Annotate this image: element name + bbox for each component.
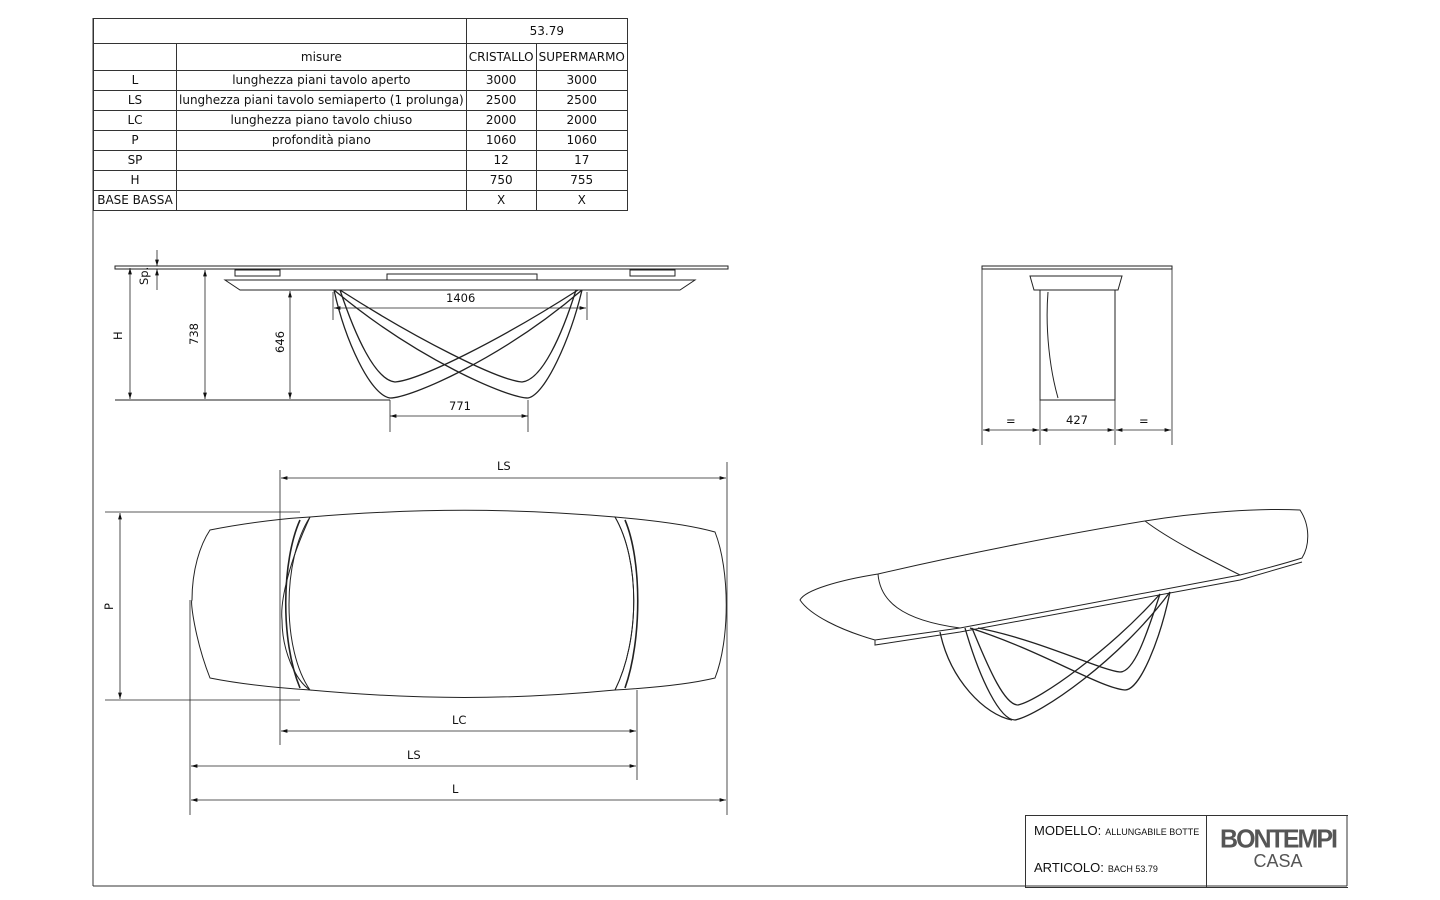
cell-cristallo: 2500: [465, 90, 537, 111]
model-value: ALLUNGABILE BOTTE: [1105, 827, 1200, 837]
cell-supermarmo: 2000: [535, 110, 628, 131]
dim-p: P: [102, 603, 116, 610]
dim-ls-bottom: LS: [407, 748, 421, 762]
article-label: ARTICOLO:: [1034, 860, 1104, 875]
model-label: MODELLO:: [1034, 823, 1102, 838]
cell-code: SP: [93, 150, 177, 171]
article-value: BACH 53.79: [1107, 864, 1158, 874]
dim-646: 646: [273, 331, 287, 353]
cell-cristallo: 12: [465, 150, 537, 171]
crossed-legs: [333, 289, 583, 399]
cell-desc: [176, 190, 467, 211]
side-view: [114, 250, 729, 432]
header-supermarmo: SUPERMARMO: [535, 43, 628, 71]
dim-sp: Sp.: [137, 267, 151, 285]
cell-code: LC: [93, 110, 177, 131]
dim-ls-top: LS: [497, 459, 511, 473]
header-measures: misure: [176, 43, 467, 71]
cell-cristallo: 750: [465, 170, 537, 191]
perspective-view: [799, 508, 1309, 721]
plan-view: [105, 462, 728, 815]
dim-738: 738: [187, 323, 201, 345]
end-view: [981, 265, 1173, 445]
cell-cristallo: 1060: [465, 130, 537, 151]
cell-code: H: [93, 170, 177, 191]
cell-desc: profondità piano: [176, 130, 467, 151]
dim-771: 771: [449, 399, 471, 413]
logo-sub: CASA: [1253, 851, 1303, 871]
title-block: MODELLO:ALLUNGABILE BOTTE ARTICOLO:BACH …: [1025, 815, 1348, 888]
dim-h: H: [111, 331, 125, 340]
cell-cristallo: 2000: [465, 110, 537, 131]
cell-desc: [176, 170, 467, 191]
cell-cristallo: X: [465, 190, 537, 211]
cell-desc: lunghezza piani tavolo semiaperto (1 pro…: [176, 90, 467, 111]
cell-supermarmo: X: [535, 190, 628, 211]
cell-cristallo: 3000: [465, 70, 537, 91]
cell-supermarmo: 17: [535, 150, 628, 171]
cell-desc: lunghezza piani tavolo aperto: [176, 70, 467, 91]
logo-main: BONTEMPI: [1220, 824, 1338, 854]
cell-supermarmo: 755: [535, 170, 628, 191]
dim-427: 427: [1066, 413, 1088, 427]
dim-end-left: =: [1006, 414, 1016, 428]
model-code: 53.79: [465, 18, 628, 44]
cell-supermarmo: 3000: [535, 70, 628, 91]
dim-1406: 1406: [446, 291, 475, 305]
dim-l: L: [452, 782, 459, 796]
bontempi-logo: BONTEMPI CASA: [1206, 816, 1349, 887]
perspective-legs: [939, 591, 1171, 721]
cell-code: BASE BASSA: [93, 190, 177, 211]
dim-lc: LC: [452, 713, 466, 727]
frame: [223, 279, 697, 291]
cell-supermarmo: 2500: [535, 90, 628, 111]
cell-supermarmo: 1060: [535, 130, 628, 151]
cell-code: LS: [93, 90, 177, 111]
mechanism: [386, 273, 538, 281]
cell-code: P: [93, 130, 177, 151]
cell-desc: lunghezza piano tavolo chiuso: [176, 110, 467, 131]
header-cristallo: CRISTALLO: [465, 43, 537, 71]
cell-desc: [176, 150, 467, 171]
dim-end-right: =: [1139, 414, 1149, 428]
tabletop: [114, 265, 729, 270]
cell-code: L: [93, 70, 177, 91]
